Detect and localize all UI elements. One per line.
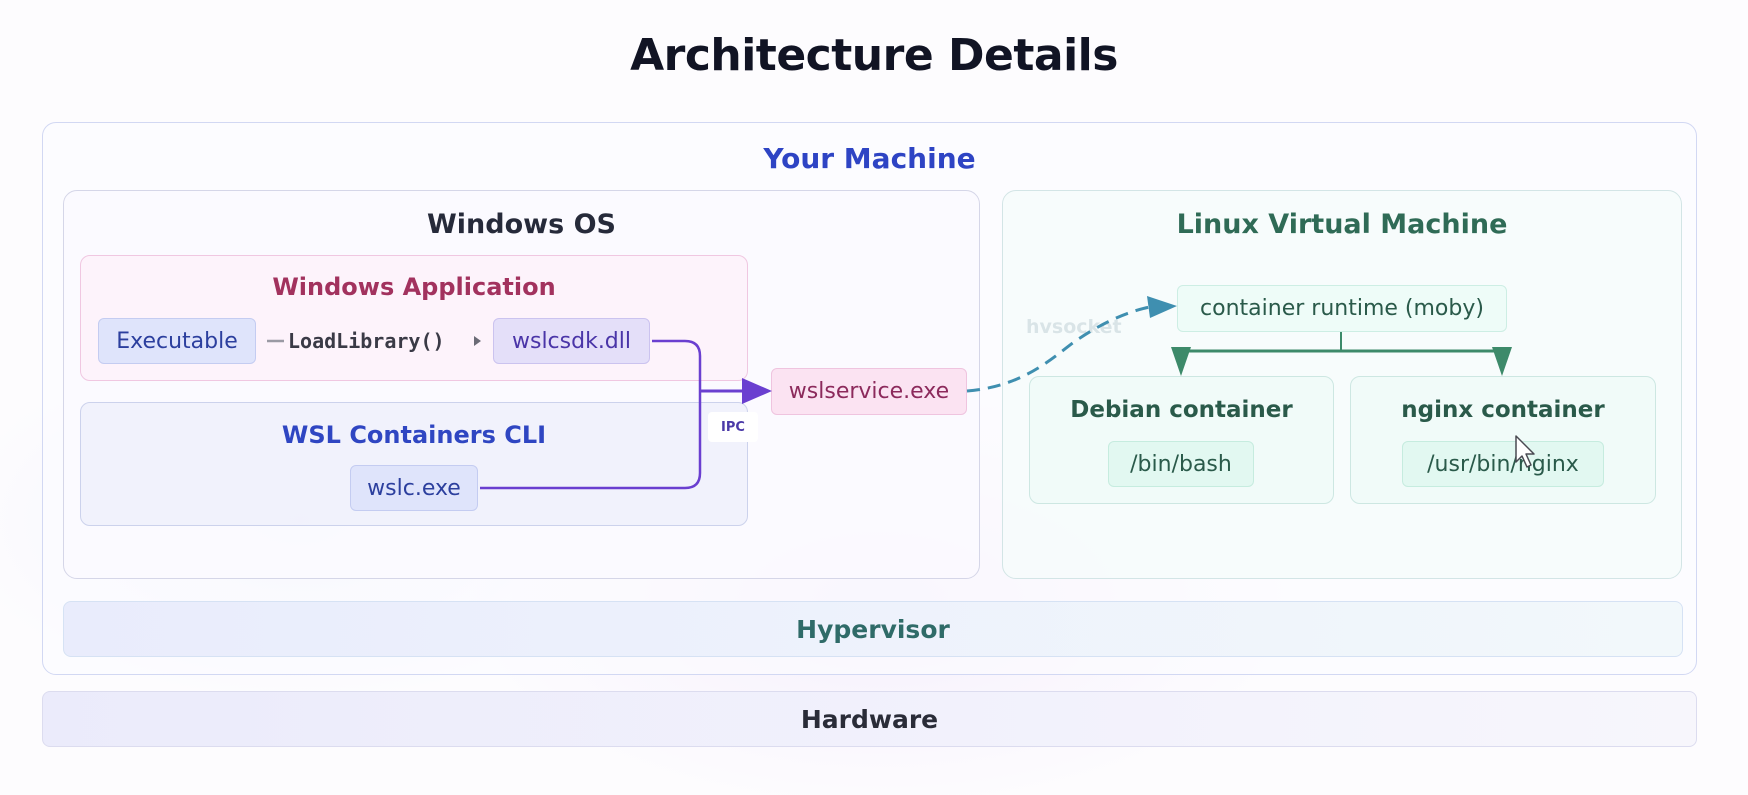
page-title: Architecture Details [630,30,1118,81]
hardware-bar [42,691,1697,747]
hvsocket-arrow [966,305,1151,393]
hardware-label: Hardware [800,705,939,734]
windows-application-label: Windows Application [272,273,556,301]
container-runtime-chip: container runtime (moby) [1177,285,1507,332]
nginx-process-chip: /usr/bin/nginx [1402,441,1604,487]
debian-container-label: Debian container [1070,397,1293,423]
wslc-exe-chip: wslc.exe [350,465,478,511]
ipc-arrowhead [742,378,772,404]
mouse-cursor-icon [1515,435,1535,468]
your-machine-label: Your Machine [763,142,976,175]
dll-to-service-connector [652,339,702,391]
windows-os-label: Windows OS [427,209,616,240]
wsl-containers-cli-label: WSL Containers CLI [281,421,547,449]
wslcsdk-dll-chip: wslcsdk.dll [493,318,650,364]
hvsocket-arrowhead [1147,296,1177,318]
executable-chip: Executable [98,318,256,364]
loadlibrary-arrow [267,336,481,346]
loadlibrary-call-label: LoadLibrary() [288,329,445,353]
hypervisor-bar [63,601,1683,657]
cli-to-service-connector [480,391,702,490]
ipc-label: IPC [708,412,758,442]
hypervisor-label: Hypervisor [796,615,950,644]
linux-vm-label: Linux Virtual Machine [1176,209,1508,240]
debian-process-chip: /bin/bash [1108,441,1254,487]
wslservice-exe-chip: wslservice.exe [771,368,967,415]
nginx-container-label: nginx container [1401,397,1605,423]
runtime-fanout-arrows [1171,332,1512,376]
